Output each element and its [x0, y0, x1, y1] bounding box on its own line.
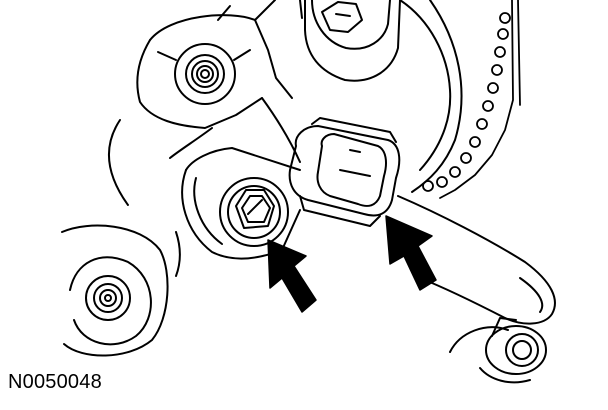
hex-bolt-icon [449, 317, 547, 384]
hex-bolt-icon [219, 177, 289, 247]
sensor-bracket [181, 147, 556, 325]
upper-threaded-boss [157, 43, 251, 105]
cam-sprocket [304, 0, 463, 193]
figure-id-label: N0050048 [8, 371, 102, 393]
pointer-arrow-icon [267, 239, 317, 313]
lower-threaded-boss [61, 224, 181, 357]
pointer-arrow-icon [385, 215, 437, 291]
engine-block-outline [107, 0, 303, 206]
timing-chain [422, 0, 521, 199]
electrical-connector-icon [288, 117, 401, 227]
